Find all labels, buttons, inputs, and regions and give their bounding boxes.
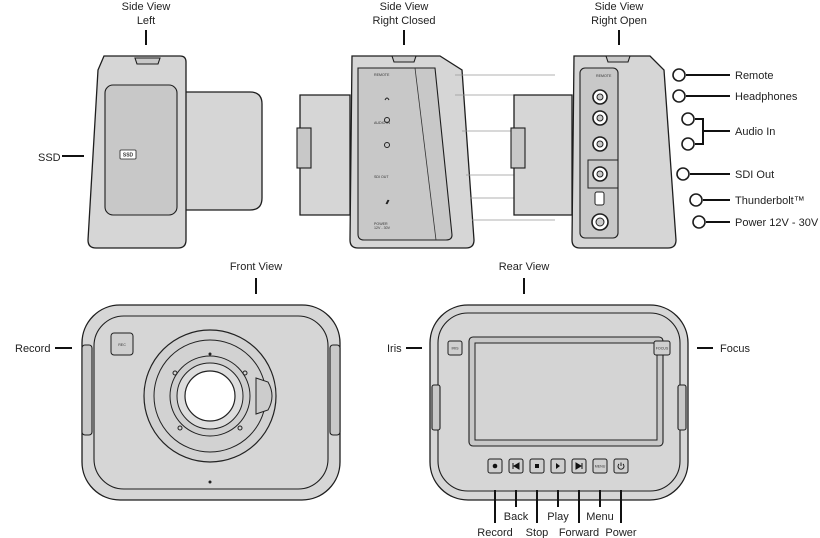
remote-callout: Remote: [735, 70, 774, 82]
control-buttons: MENU: [487, 458, 629, 474]
iris-button[interactable]: [447, 340, 463, 356]
focus-button-label: FOCUS: [656, 347, 669, 351]
skip-forward-icon: [575, 462, 583, 470]
iris-callout: Iris: [387, 343, 402, 355]
menu-button-label: MENU: [595, 465, 606, 469]
play-icon: [556, 463, 560, 469]
front-view-title: Front View: [230, 261, 282, 273]
power-callout: Power 12V - 30V: [735, 217, 819, 229]
sdi-out-port-label: SDI OUT: [374, 175, 389, 179]
rec-button-label: REC: [118, 343, 126, 347]
power-port-label: POWER: [374, 222, 388, 226]
power-icon: [617, 462, 625, 470]
side-view-right-open: Side View Right Open REMOTE Remote Headp…: [510, 1, 819, 249]
side-view-left: Side View Left SSD SSD: [38, 1, 263, 249]
ssd-label: SSD: [38, 152, 61, 164]
side-right-open-title-2: Right Open: [591, 15, 647, 27]
focus-callout: Focus: [720, 343, 750, 355]
rear-view: Rear View IRIS FOCUS Iris Focus MENU: [387, 261, 750, 538]
menu-button[interactable]: [592, 458, 608, 474]
side-view-right-closed: Side View Right Closed REMOTE AUDIO IN S…: [296, 1, 555, 249]
ssd-badge: SSD: [123, 153, 134, 159]
rear-view-title: Rear View: [499, 261, 550, 273]
remote-port-label-open: REMOTE: [596, 74, 612, 78]
record-icon: [492, 463, 498, 469]
forward-callout: Forward: [559, 527, 599, 538]
side-right-open-title-1: Side View: [595, 1, 644, 13]
sdi-out-callout: SDI Out: [735, 169, 774, 181]
side-right-closed-title-1: Side View: [380, 1, 429, 13]
port-callouts: Remote Headphones Audio In SDI Out Thund…: [672, 68, 819, 229]
remote-port-label: REMOTE: [374, 73, 390, 77]
focus-button[interactable]: [653, 340, 671, 356]
play-callout: Play: [547, 511, 569, 523]
power-callout-rear: Power: [605, 527, 637, 538]
stop-icon: [535, 464, 539, 468]
side-right-closed-title-2: Right Closed: [373, 15, 436, 27]
lcd-screen[interactable]: [474, 342, 658, 441]
audio-in-callout: Audio In: [735, 126, 775, 138]
record-callout-front: Record: [15, 343, 50, 355]
menu-callout: Menu: [586, 511, 614, 523]
side-left-title-2: Left: [137, 15, 155, 27]
side-left-title-1: Side View: [122, 1, 171, 13]
record-callout-rear: Record: [477, 527, 512, 538]
iris-button-label: IRIS: [452, 347, 460, 351]
thunderbolt-callout: Thunderbolt™: [735, 195, 805, 207]
stop-callout: Stop: [526, 527, 549, 538]
back-callout: Back: [504, 511, 529, 523]
headphones-callout: Headphones: [735, 91, 798, 103]
front-view: Front View REC Record: [15, 261, 341, 501]
audio-in-port-label: AUDIO IN: [374, 121, 390, 125]
power-range-label: 12V - 30V: [374, 226, 391, 230]
skip-back-icon: [512, 462, 520, 470]
